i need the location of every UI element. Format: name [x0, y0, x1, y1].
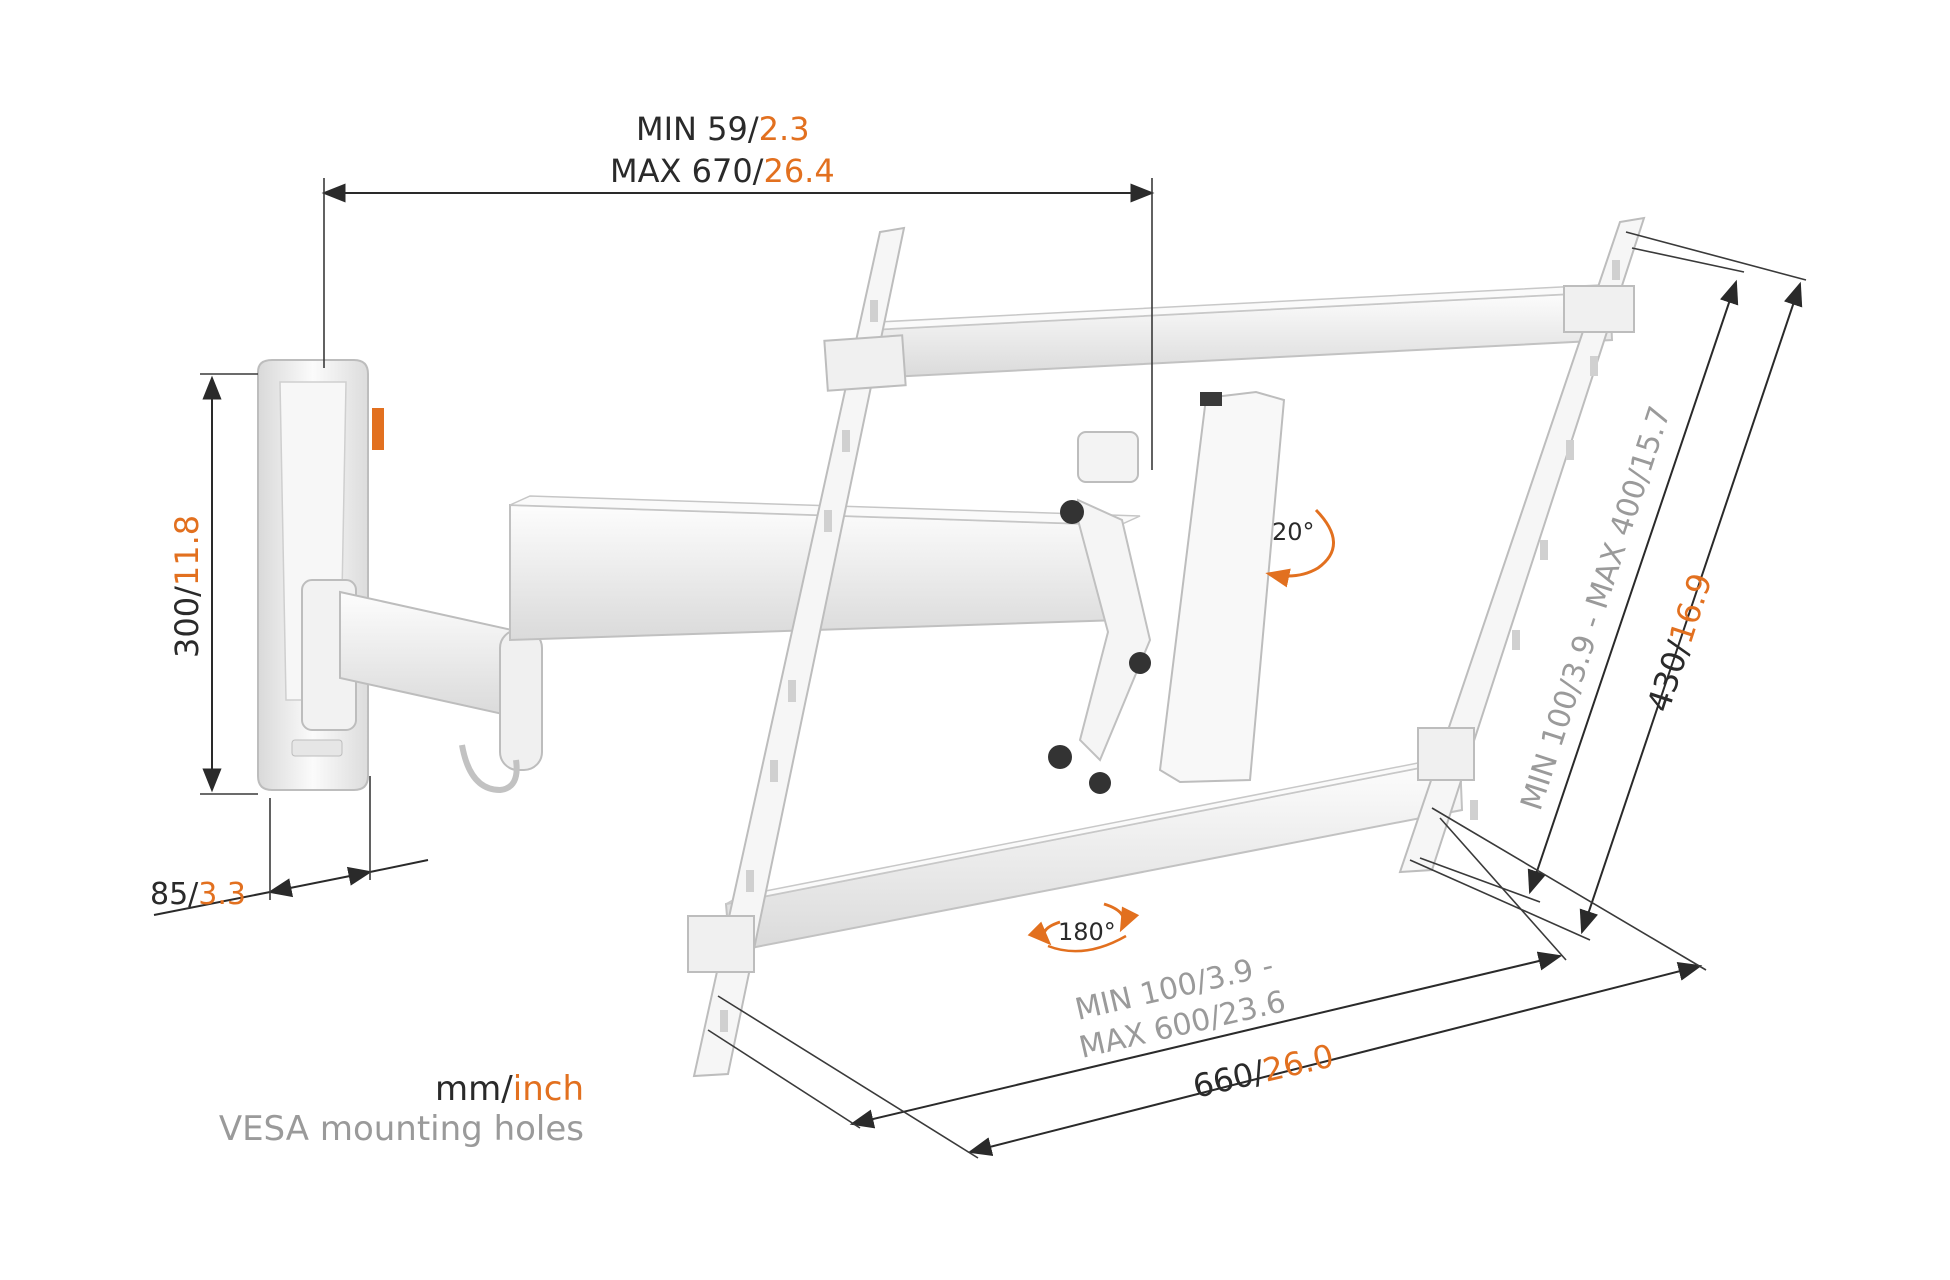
vesa-top-rail — [865, 283, 1623, 380]
orange-clip — [372, 408, 384, 450]
height-label: 300/11.8 — [168, 515, 206, 658]
horizontal-total-label: 660/26.0 — [1189, 1037, 1337, 1106]
vesa-note: VESA mounting holes — [219, 1109, 584, 1149]
vertical-total-label: 430/16.9 — [1639, 569, 1719, 717]
distance-min-label: MIN 59/2.3 — [636, 110, 810, 148]
distance-max-mm: MAX 670/ — [610, 152, 764, 190]
dimension-height — [200, 373, 258, 795]
distance-max-in: 26.4 — [763, 152, 834, 190]
vesa-left-strap — [687, 226, 907, 1078]
unit-mm: mm/ — [435, 1069, 513, 1109]
depth-mm: 85/ — [150, 877, 199, 912]
distance-min-mm: MIN 59/ — [636, 110, 759, 148]
horizontal-total-in: 26.0 — [1259, 1037, 1337, 1090]
depth-in: 3.3 — [198, 877, 246, 912]
tilt-indicator: 20° — [1265, 508, 1335, 588]
distance-min-in: 2.3 — [759, 110, 810, 148]
swivel-indicator: 180° — [1027, 902, 1140, 953]
distance-max-label: MAX 670/26.4 — [610, 152, 835, 190]
vertical-total-mm: 430/ — [1639, 636, 1697, 716]
tilt-assembly — [1048, 390, 1286, 794]
unit-in: inch — [513, 1069, 584, 1109]
swivel-angle-label: 180° — [1058, 918, 1116, 946]
wall-mount-product — [257, 216, 1646, 1078]
height-mm: 300/ — [168, 586, 206, 658]
tilt-angle-label: 20° — [1272, 518, 1315, 546]
dimension-depth — [153, 776, 429, 916]
dimension-horizontal-total — [717, 807, 1707, 1159]
dimension-distance — [321, 178, 1155, 470]
first-arm — [301, 579, 543, 794]
horizontal-total-mm: 660/ — [1189, 1053, 1268, 1106]
dimension-vertical-total — [1409, 231, 1807, 941]
depth-label: 85/3.3 — [150, 877, 246, 912]
vertical-total-in: 16.9 — [1662, 569, 1720, 649]
unit-legend: mm/inch — [435, 1069, 584, 1109]
legend: mm/inch VESA mounting holes — [219, 1069, 584, 1149]
height-in: 11.8 — [168, 515, 206, 586]
